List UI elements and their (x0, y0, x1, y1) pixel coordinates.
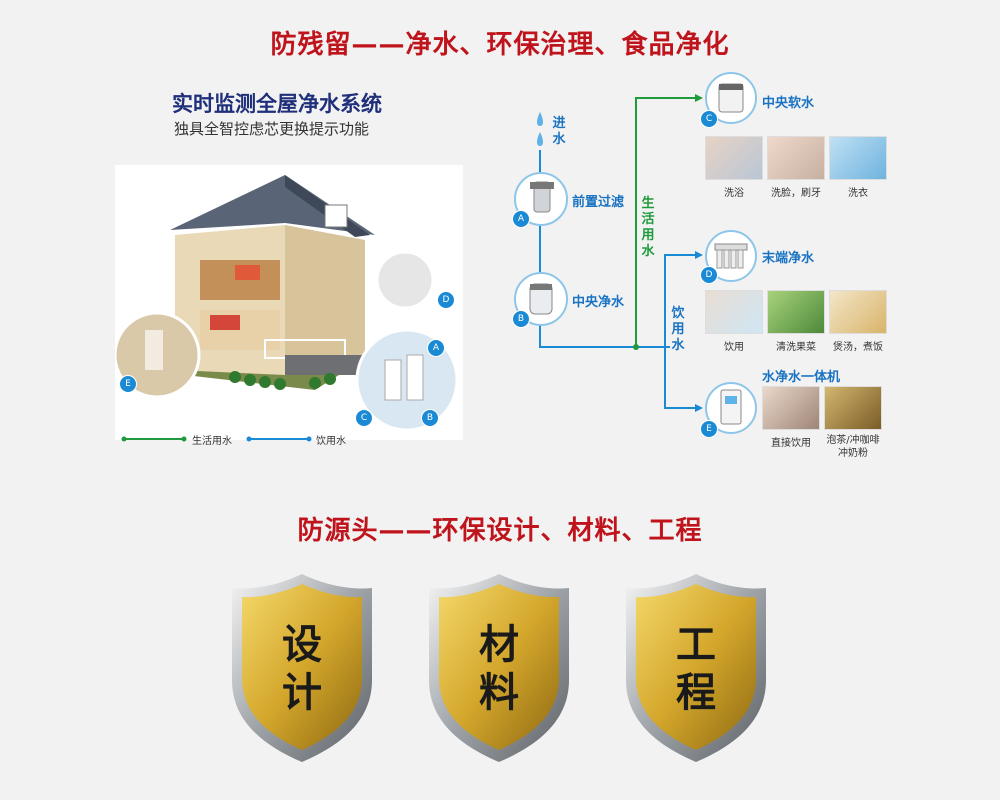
use-laundry-caption: 洗衣 (848, 188, 868, 199)
water-drop-icon (537, 132, 543, 146)
headline-bottom: 防源头——环保设计、材料、工程 (297, 516, 703, 546)
shield-material: 材 料 (429, 574, 569, 762)
house-badge-d: D (437, 291, 455, 309)
water-drop-icon (537, 112, 543, 126)
use-tea-caption: 泡茶/冲咖啡 冲奶粉 (826, 435, 880, 459)
use-cook-image (829, 290, 887, 334)
shield-engineering-bottom: 程 (676, 669, 716, 716)
shield-design: 设 计 (232, 574, 372, 762)
shield-material-bottom: 料 (479, 669, 519, 716)
use-laundry-image (829, 136, 887, 180)
all-in-one-device (705, 382, 757, 434)
house-badge-c: C (355, 409, 373, 427)
use-wash-veg-image (767, 290, 825, 334)
prefilter-badge: A (512, 210, 530, 228)
shield-material-top: 材 (479, 621, 519, 668)
use-cook-caption: 煲汤，煮饭 (833, 342, 883, 353)
system-subtitle: 独具全智控虑芯更换提示功能 (174, 120, 370, 138)
use-direct-drink-caption: 直接饮用 (771, 438, 811, 449)
prefilter-device (514, 172, 568, 226)
central-purifier-label: 中央净水 (572, 295, 625, 310)
use-drink-caption: 饮用 (724, 342, 744, 353)
shields-row: 设 计 材 料 工 程 (232, 574, 766, 762)
terminal-label: 末端净水 (762, 251, 815, 266)
house-illustration: D E A C B (113, 165, 463, 440)
use-washface-caption: 洗脸，刷牙 (771, 188, 821, 199)
branch-domestic-label: 生活用水 (641, 196, 655, 259)
legend-line-green (121, 436, 187, 442)
legend-line-blue (246, 436, 312, 442)
all-in-one-badge: E (700, 420, 718, 438)
use-drink-image (705, 290, 763, 334)
terminal-badge: D (700, 266, 718, 284)
house-image (113, 175, 459, 432)
use-washface-image (767, 136, 825, 180)
house-badge-a: A (427, 339, 445, 357)
shield-design-bottom: 计 (282, 669, 322, 716)
use-bath-image (705, 136, 763, 180)
branch-drinking-label: 饮用水 (671, 306, 685, 353)
house-badge-e: E (119, 375, 137, 393)
softener-label: 中央软水 (762, 96, 815, 111)
softener-badge: C (700, 110, 718, 128)
shield-engineering-top: 工 (676, 621, 716, 668)
shield-design-top: 设 (282, 621, 322, 668)
inlet-label: 进水 (552, 116, 566, 147)
all-in-one-label: 水净水一体机 (762, 370, 841, 385)
system-title: 实时监测全屋净水系统 (172, 92, 382, 116)
legend-label-domestic: 生活用水 (192, 436, 232, 447)
central-purifier-badge: B (512, 310, 530, 328)
legend-label-drinking: 饮用水 (316, 436, 346, 447)
use-tea-image (824, 386, 882, 430)
shield-engineering: 工 程 (626, 574, 766, 762)
headline-top: 防残留——净水、环保治理、食品净化 (270, 30, 730, 60)
house-badge-b: B (421, 409, 439, 427)
use-wash-veg-caption: 清洗果菜 (776, 342, 816, 353)
prefilter-label: 前置过滤 (572, 195, 625, 210)
legend: 生活用水 饮用水 (120, 430, 360, 450)
use-bath-caption: 洗浴 (724, 188, 744, 199)
use-direct-drink-image (762, 386, 820, 430)
